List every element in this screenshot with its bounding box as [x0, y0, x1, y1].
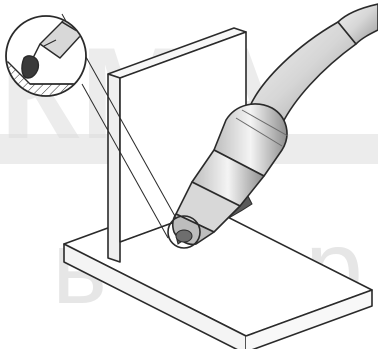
magnifier-callout-icon [0, 8, 94, 96]
